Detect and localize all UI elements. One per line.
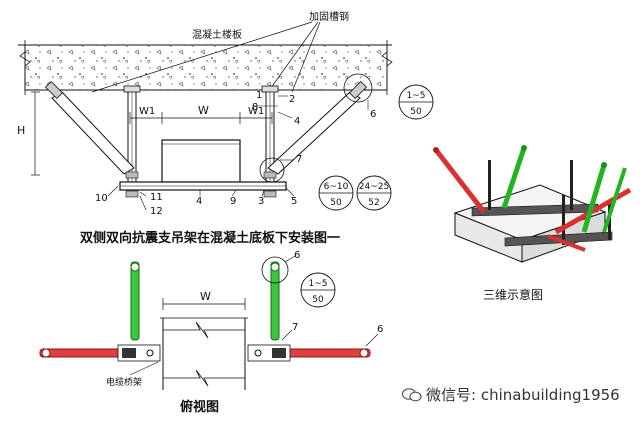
svg-text:50: 50 — [330, 198, 342, 208]
svg-text:50: 50 — [312, 295, 324, 305]
break-mark-right — [381, 40, 393, 95]
detail-ref-b: 6~10 50 — [318, 175, 354, 211]
rod-3d-1 — [488, 160, 491, 210]
svg-text:50: 50 — [410, 107, 422, 117]
svg-text:24~25: 24~25 — [359, 182, 389, 192]
three-d-caption: 三维示意图 — [483, 287, 543, 302]
plan-break-top — [163, 321, 245, 339]
svg-text:1~5: 1~5 — [407, 91, 426, 101]
svg-text:52: 52 — [368, 198, 379, 208]
rod-3d-2 — [570, 160, 573, 210]
detail-circle-top — [343, 73, 373, 103]
red-brace-3d-2 — [554, 187, 632, 235]
plan-callout-7: 7 — [292, 322, 298, 333]
detail-circle-bottom — [259, 157, 285, 183]
rod-3d-3 — [562, 195, 565, 245]
callout-10: 10 — [95, 193, 108, 204]
callout-4-right: 4 — [294, 116, 300, 127]
detail-ref-a: 1~5 50 — [398, 84, 434, 120]
watermark: 微信号: chinabuilding1956 — [401, 384, 620, 405]
callout-6: 6 — [370, 109, 376, 120]
plan-break-bottom — [163, 369, 245, 387]
red-brace-3d-3 — [547, 234, 586, 252]
callout-5: 5 — [291, 196, 297, 207]
callout-4-bottom: 4 — [196, 196, 202, 207]
wechat-icon — [401, 387, 422, 402]
left-diagonal-brace — [51, 91, 135, 175]
tray-label: 电缆桥架 — [106, 376, 142, 388]
svg-text:6~10: 6~10 — [324, 182, 349, 192]
detail-ref-c: 24~25 52 — [356, 175, 392, 211]
callout-2: 2 — [289, 94, 295, 105]
height-label: H — [17, 124, 25, 137]
watermark-text: 微信号: chinabuilding1956 — [426, 386, 620, 404]
plan-green-hanger-right — [270, 261, 280, 341]
cable-tray — [161, 139, 241, 183]
callout-11: 11 — [150, 192, 163, 203]
callout-8: 8 — [252, 102, 258, 113]
w1-left-label: W1 — [139, 106, 155, 117]
svg-text:1~5: 1~5 — [309, 279, 328, 289]
section-caption: 双侧双向抗震支吊架在混凝土底板下安装图一 — [80, 230, 340, 246]
green-brace-3d-1 — [501, 147, 527, 209]
plan-red-brace-left — [39, 348, 129, 358]
plan-red-brace-right — [281, 348, 371, 358]
plan-caption: 俯视图 — [180, 399, 219, 415]
callout-3: 3 — [258, 196, 264, 207]
callout-9: 9 — [230, 196, 236, 207]
right-diagonal-brace — [267, 91, 361, 175]
plan-w-label: W — [200, 290, 211, 303]
plan-callout-6a: 6 — [294, 250, 300, 261]
w-label: W — [198, 104, 209, 117]
plan-detail-ref: 1~5 50 — [300, 272, 336, 308]
plan-view: W 6 1~5 50 7 6 电缆桥架 俯视图 — [39, 250, 383, 415]
w1-right-label: W1 — [248, 106, 264, 117]
callout-7: 7 — [296, 154, 302, 165]
callout-12: 12 — [150, 206, 163, 217]
plan-callout-6b: 6 — [377, 324, 383, 335]
plan-green-hanger-left — [130, 261, 140, 341]
concrete-slab — [24, 44, 388, 91]
callout-1: 1 — [256, 90, 262, 101]
channel-label: 加固槽钢 — [309, 10, 349, 23]
section-view: 混凝土楼板 加固槽钢 H W1 W W1 — [17, 10, 434, 246]
red-brace-3d-1 — [434, 148, 486, 214]
green-brace-3d-2 — [581, 164, 607, 233]
three-d-view: 三维示意图 — [433, 145, 632, 302]
slab-label: 混凝土楼板 — [192, 28, 242, 41]
break-mark-left — [19, 40, 31, 95]
